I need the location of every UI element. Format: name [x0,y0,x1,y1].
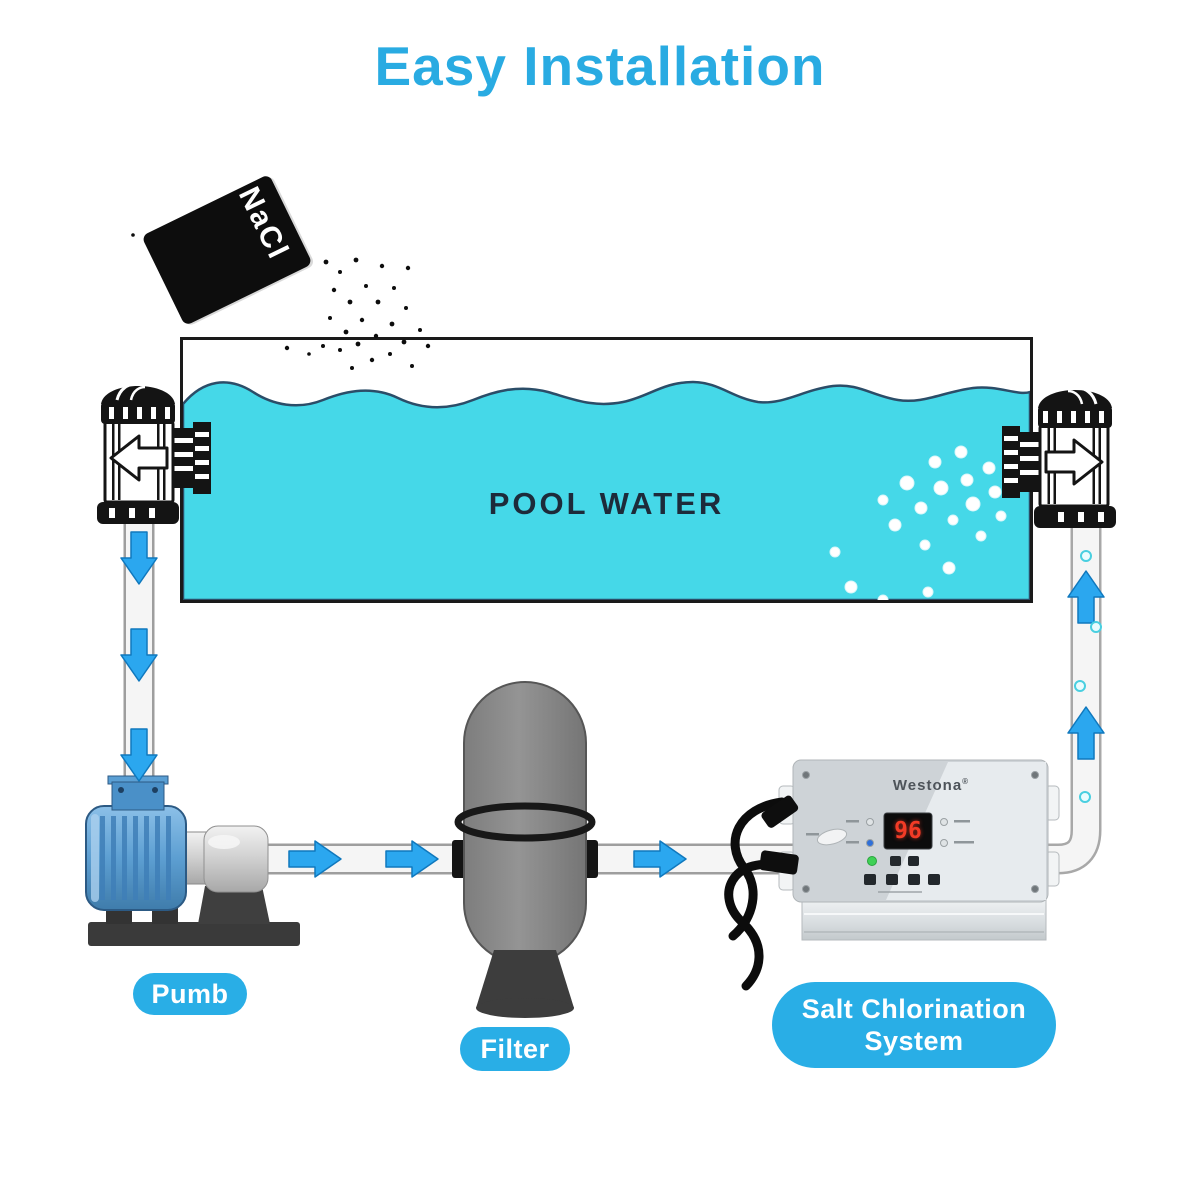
pool-tank: POOL WATER [180,337,1033,603]
pool-water-surface [183,380,1030,600]
salt-stream [131,233,431,370]
pool-water-label: POOL WATER [488,486,725,521]
trademark-mark: ® [962,777,970,786]
pump-label: Pumb [133,973,247,1015]
pump-ribs [100,816,171,900]
power-switch [816,828,848,846]
device-display-value: 96 [894,818,922,844]
pool-water [183,344,1030,600]
chlorine-bubbles [829,445,1007,600]
pump [85,775,300,946]
led-display [883,812,933,850]
filter-label: Filter [460,1027,570,1071]
indicator-leds [846,818,974,847]
pipe-bubbles [1074,550,1102,803]
page-title: Easy Installation [374,35,826,97]
device-brand: Westona® [892,777,970,794]
check-valve-left [95,382,213,526]
filter [452,681,598,1018]
salt-dots-in-water [284,344,325,356]
check-valve-right [1000,386,1118,530]
chlorinator-device [724,759,1060,991]
power-cables [724,797,787,991]
system-label: Salt Chlorination System [772,982,1056,1068]
device-buttons [864,856,940,893]
